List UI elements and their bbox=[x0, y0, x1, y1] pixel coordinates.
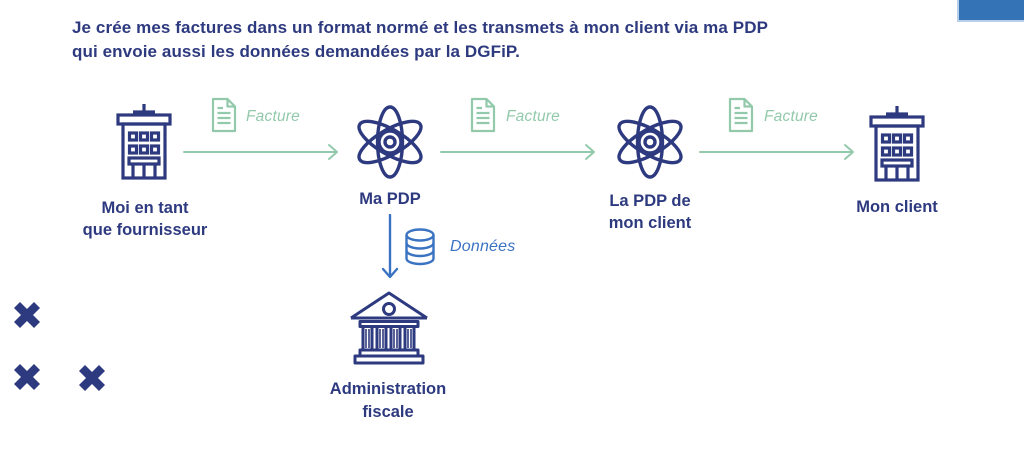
document-icon bbox=[728, 97, 754, 133]
document-icon bbox=[470, 97, 496, 133]
office-building-icon bbox=[869, 106, 925, 182]
node-label-administration-fiscale: Administration fiscale bbox=[329, 380, 447, 421]
cross-icon bbox=[13, 363, 41, 391]
office-building-icon bbox=[116, 104, 172, 180]
arrow-right-icon bbox=[440, 144, 595, 160]
atom-icon bbox=[617, 105, 683, 179]
edge-label-donnees: Données bbox=[450, 238, 516, 255]
bank-icon bbox=[350, 291, 428, 365]
arrow-down-icon bbox=[381, 214, 399, 279]
node-label-pdp-client: La PDP de mon client bbox=[608, 192, 692, 232]
corner-rectangle-decoration bbox=[957, 0, 1024, 22]
arrow-right-icon bbox=[699, 144, 854, 160]
page-title: Je crée mes factures dans un format norm… bbox=[72, 18, 769, 61]
cross-icon bbox=[78, 364, 106, 392]
node-label-mon-client: Mon client bbox=[856, 198, 938, 216]
edge-label-facture-2: Facture bbox=[506, 108, 560, 125]
document-icon bbox=[211, 97, 237, 133]
edge-label-facture-1: Facture bbox=[246, 108, 300, 125]
node-label-ma-pdp: Ma PDP bbox=[359, 190, 421, 208]
edge-label-facture-3: Facture bbox=[764, 108, 818, 125]
cross-icon bbox=[13, 301, 41, 329]
atom-icon bbox=[357, 105, 423, 179]
database-icon bbox=[405, 228, 435, 266]
arrow-right-icon bbox=[183, 144, 338, 160]
node-label-fournisseur: Moi en tant que fournisseur bbox=[82, 199, 208, 239]
